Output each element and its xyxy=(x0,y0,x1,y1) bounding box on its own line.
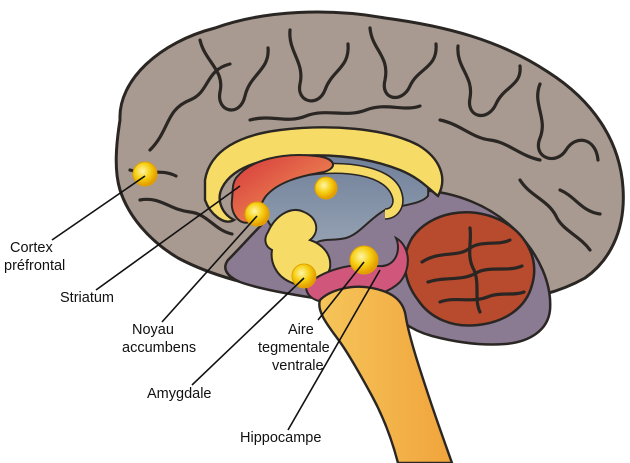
thalamus xyxy=(264,209,332,287)
label-hippocampe: Hippocampe xyxy=(240,430,321,446)
marker-amygdale xyxy=(291,263,317,289)
cortex-sulci xyxy=(128,26,602,252)
cerebellum xyxy=(403,210,536,327)
leader-striatum xyxy=(95,185,241,291)
label-noyau-accumbens: Noyau accumbens xyxy=(122,322,196,356)
marker-thalamus xyxy=(314,176,338,200)
label-striatum: Striatum xyxy=(60,290,114,306)
leader-aire-tegmentale-ventrale xyxy=(317,261,365,321)
leader-lines xyxy=(51,175,381,431)
label-cortex-prefrontal: Cortex préfrontal xyxy=(4,240,65,274)
brainstem xyxy=(318,285,454,463)
label-aire-tegmentale-ventrale: Aire tegmentale ventrale xyxy=(258,322,334,374)
marker-noyau-accumbens xyxy=(244,201,270,227)
label-amygdale: Amygdale xyxy=(147,386,211,402)
corpus-callosum xyxy=(203,126,444,223)
leader-noyau-accumbens xyxy=(161,215,258,323)
leader-hippocampe xyxy=(287,269,381,431)
markers xyxy=(132,161,379,289)
leader-cortex-prefrontal xyxy=(51,175,146,241)
leader-amygdale xyxy=(191,277,305,386)
fornix xyxy=(309,163,403,219)
marker-aire-tegmentale-ventrale xyxy=(349,245,379,275)
